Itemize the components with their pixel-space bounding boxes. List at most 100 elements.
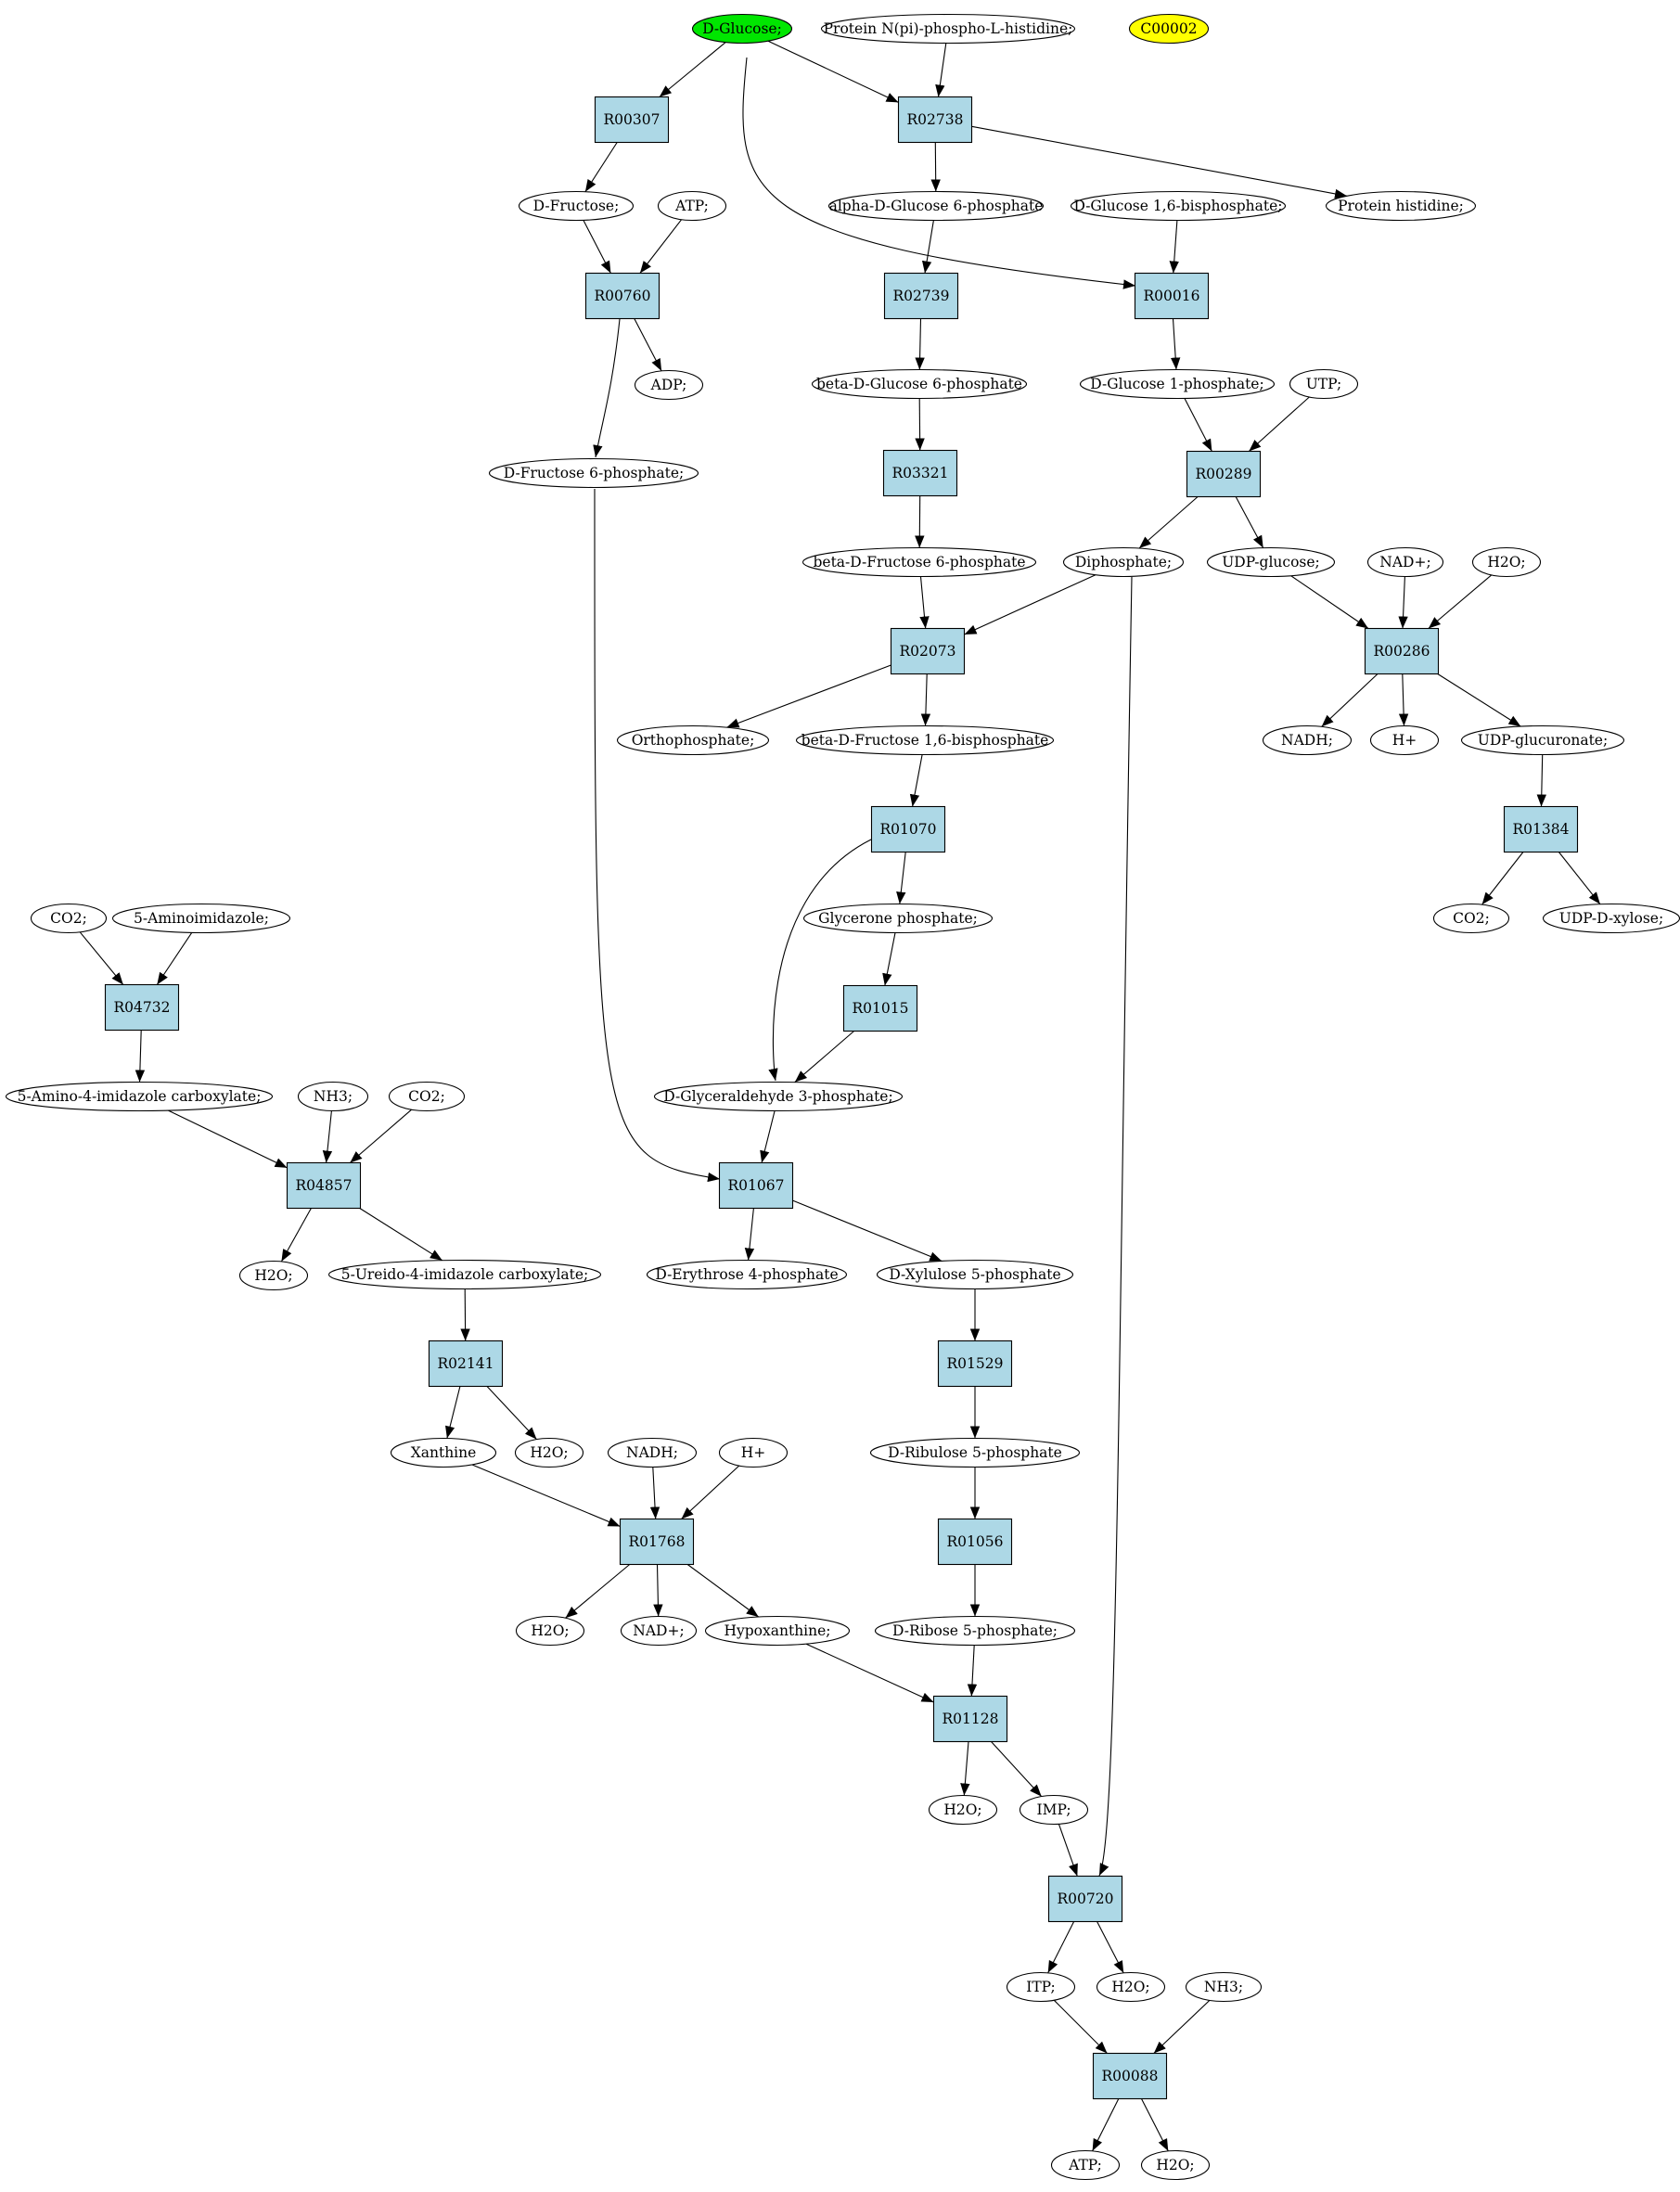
reaction-node[interactable]: R00307 <box>594 96 670 144</box>
compound-node[interactable]: H2O; <box>1140 2149 1211 2181</box>
reaction-node[interactable]: R01529 <box>937 1340 1013 1388</box>
reaction-label: R04857 <box>296 1177 353 1194</box>
reaction-node[interactable]: R01384 <box>1503 805 1579 853</box>
compound-node[interactable]: Hypoxanthine; <box>704 1615 851 1647</box>
compound-node[interactable]: UTP; <box>1289 368 1359 400</box>
compound-node[interactable]: NH3; <box>1185 1971 1263 2003</box>
compound-node[interactable]: D-Xylulose 5-phosphate <box>876 1259 1074 1290</box>
compound-node[interactable]: D-Glyceraldehyde 3-phosphate; <box>653 1081 904 1112</box>
reaction-box <box>882 449 958 497</box>
compound-node[interactable]: H+ <box>1369 724 1440 756</box>
compound-node[interactable]: 5-Ureido-4-imidazole carboxylate; <box>327 1259 602 1290</box>
reaction-node[interactable]: R01056 <box>937 1518 1013 1566</box>
compound-node[interactable]: ADP; <box>634 369 704 401</box>
compound-node[interactable]: D-Fructose 6-phosphate; <box>488 457 699 489</box>
compound-node[interactable]: NH3; <box>297 1081 369 1112</box>
compound-node[interactable]: D-Erythrose 4-phosphate <box>646 1259 848 1290</box>
compound-node[interactable]: ATP; <box>657 190 727 222</box>
compound-node[interactable]: Xanthine <box>390 1437 497 1468</box>
compound-node[interactable]: H2O; <box>1471 546 1542 578</box>
compound-node[interactable]: H+ <box>718 1437 789 1468</box>
compound-node[interactable]: ITP; <box>1006 1971 1076 2003</box>
compound-node[interactable]: CO2; <box>1432 903 1510 934</box>
compound-node[interactable]: NAD+; <box>1366 546 1444 578</box>
edge-r5-to-c11 <box>1170 318 1181 370</box>
compound-node[interactable]: D-Glucose; <box>691 13 793 45</box>
compound-ellipse <box>876 1259 1074 1290</box>
compound-node[interactable]: UDP-glucose; <box>1206 546 1336 578</box>
reaction-node[interactable]: R00016 <box>1134 272 1210 320</box>
reaction-node[interactable]: R00286 <box>1364 627 1440 675</box>
compound-node[interactable]: D-Glucose 1-phosphate; <box>1079 368 1276 400</box>
compound-label: D-Glucose 1-phosphate; <box>1090 376 1263 392</box>
compound-node[interactable]: CO2; <box>388 1081 466 1112</box>
reaction-node[interactable]: R01067 <box>718 1161 794 1210</box>
reaction-node[interactable]: R02073 <box>890 627 966 675</box>
edge-c17-to-r9 <box>1398 576 1408 629</box>
reaction-node[interactable]: R00088 <box>1092 2052 1168 2100</box>
compound-node[interactable]: 5-Aminoimidazole; <box>111 903 291 934</box>
reaction-label: R00016 <box>1144 288 1200 304</box>
compound-label: ATP; <box>1068 2157 1102 2173</box>
compound-node[interactable]: UDP-glucuronate; <box>1460 724 1625 756</box>
edge-r21-to-c49 <box>1096 1921 1124 1974</box>
compound-node[interactable]: beta-D-Fructose 1,6-bisphosphate <box>795 724 1055 756</box>
compound-node[interactable]: C00002 <box>1128 13 1210 45</box>
compound-ellipse <box>1289 368 1359 400</box>
compound-node[interactable]: 5-Amino-4-imidazole carboxylate; <box>5 1081 274 1112</box>
compound-ellipse <box>634 369 704 401</box>
compound-node[interactable]: alpha-D-Glucose 6-phosphate <box>827 190 1045 222</box>
reaction-node[interactable]: R01768 <box>619 1518 695 1566</box>
compound-label: Diphosphate; <box>1075 554 1172 570</box>
compound-node[interactable]: ATP; <box>1050 2149 1121 2181</box>
compound-node[interactable]: H2O; <box>515 1615 585 1647</box>
reaction-node[interactable]: R04857 <box>286 1161 362 1210</box>
reaction-node[interactable]: R00720 <box>1047 1875 1123 1923</box>
edge-r3-to-c9 <box>634 318 662 372</box>
compound-label: D-Fructose; <box>533 198 620 214</box>
compound-node[interactable]: Orthophosphate; <box>616 724 770 756</box>
compound-node[interactable]: D-Ribulose 5-phosphate <box>869 1437 1081 1468</box>
compound-node[interactable]: D-Ribose 5-phosphate; <box>874 1615 1076 1647</box>
compound-node[interactable]: beta-D-Glucose 6-phosphate <box>811 368 1028 400</box>
reaction-node[interactable]: R00289 <box>1186 450 1262 498</box>
compound-ellipse <box>514 1437 584 1468</box>
compound-label: H2O; <box>1487 554 1525 570</box>
compound-node[interactable]: UDP-D-xylose; <box>1542 903 1680 934</box>
compound-node[interactable]: H2O; <box>928 1794 998 1826</box>
compound-node[interactable]: beta-D-Fructose 6-phosphate <box>802 546 1037 578</box>
compound-node[interactable]: Protein N(pi)-phospho-L-histidine; <box>820 13 1076 45</box>
edge-c15-to-r8 <box>964 574 1096 635</box>
compound-node[interactable]: NAD+; <box>620 1615 698 1647</box>
reaction-node[interactable]: R02738 <box>897 96 973 144</box>
compound-node[interactable]: D-Glucose 1,6-bisphosphate; <box>1070 190 1287 222</box>
compound-label: Hypoxanthine; <box>724 1622 830 1639</box>
compound-node[interactable]: Protein histidine; <box>1325 190 1477 222</box>
compound-label: UTP; <box>1306 376 1342 392</box>
reaction-node[interactable]: R01015 <box>842 984 918 1032</box>
compound-node[interactable]: Diphosphate; <box>1062 546 1185 578</box>
reaction-node[interactable]: R03321 <box>882 449 958 497</box>
compound-node[interactable]: IMP; <box>1019 1794 1089 1826</box>
compound-node[interactable]: H2O; <box>514 1437 584 1468</box>
compound-node[interactable]: H2O; <box>238 1260 309 1291</box>
reaction-node[interactable]: R04732 <box>104 983 180 1032</box>
reaction-label: R02141 <box>438 1355 494 1372</box>
reaction-node[interactable]: R02141 <box>428 1340 504 1388</box>
compound-node[interactable]: CO2; <box>30 903 108 934</box>
edge-c25-to-r12 <box>79 931 124 985</box>
reaction-node[interactable]: R01128 <box>932 1695 1008 1743</box>
compound-node[interactable]: Glycerone phosphate; <box>802 903 994 934</box>
compound-node[interactable]: H2O; <box>1096 1971 1166 2003</box>
reaction-node[interactable]: R00760 <box>584 272 660 320</box>
compound-node[interactable]: NADH; <box>1262 724 1353 756</box>
reaction-node[interactable]: R02739 <box>883 272 959 320</box>
edge-r10-to-c24 <box>896 852 906 904</box>
compound-node[interactable]: NADH; <box>607 1437 698 1468</box>
compound-node[interactable]: D-Fructose; <box>518 190 635 222</box>
compound-label: Protein histidine; <box>1338 198 1464 214</box>
edge-c1-to-r2 <box>767 40 899 103</box>
compound-ellipse <box>616 724 770 756</box>
reaction-node[interactable]: R01070 <box>870 805 946 853</box>
compound-ellipse <box>620 1615 698 1647</box>
